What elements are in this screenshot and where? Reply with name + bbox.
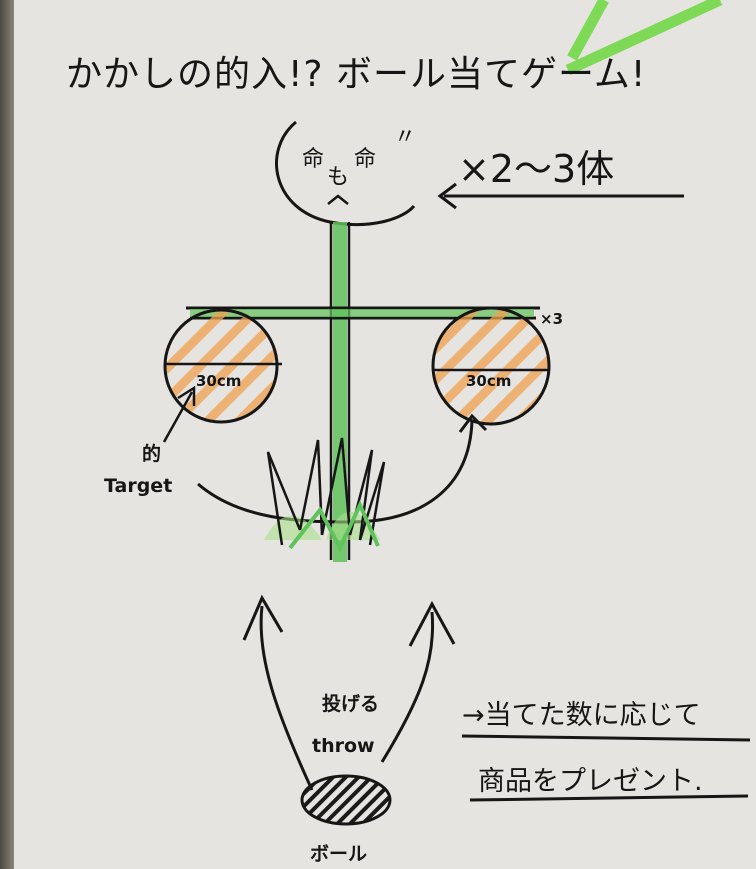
scarecrow-nose: も: [327, 165, 349, 190]
target-label-jp: 的: [142, 442, 161, 465]
target-curve-arrowhead-icon: [458, 413, 488, 433]
scarecrow-eye-right: 命: [354, 147, 376, 172]
target-right: 30cm: [431, 306, 551, 426]
scarecrow-eye-left: 命: [302, 147, 324, 172]
target-pointer-head-icon: [177, 385, 196, 406]
throw-arrowhead-right-icon: [408, 600, 456, 647]
grass-icon: [264, 437, 386, 553]
green-arrow-icon: [565, 0, 723, 75]
paper-edge: [0, 0, 14, 869]
prize-note-line2: 商品をプレゼント.: [478, 766, 703, 797]
target-left: 30cm: [163, 308, 282, 424]
target-pointer-icon: [162, 391, 194, 443]
scarecrow-count-label: ×2〜3体: [458, 147, 614, 191]
ball-icon: [300, 774, 392, 826]
throw-label-jp: 投げる: [322, 692, 379, 715]
target-label-en: Target: [104, 475, 172, 497]
throw-arrowhead-left-icon: [242, 594, 284, 641]
prize-note-underline-1: [461, 734, 751, 742]
prize-note-line1: →当てた数に応じて: [462, 700, 701, 731]
scarecrow-pole: [329, 222, 351, 562]
throw-arrow-right-icon: [380, 611, 435, 763]
paper-sheet: [14, 0, 756, 869]
scarecrow-mouth-icon: [327, 194, 349, 205]
throw-arrow-left-icon: [259, 605, 314, 791]
arm-count-label: ×3: [540, 310, 563, 328]
count-arrowhead-icon: [437, 182, 457, 210]
page-title: かかしの的入!? ボール当てゲーム!: [66, 54, 646, 95]
scarecrow-head: 命 も 命 〃: [275, 120, 416, 227]
target-left-size: 30cm: [196, 372, 241, 390]
ball-label: ボール: [310, 843, 367, 865]
throw-label-en: throw: [312, 735, 375, 757]
prize-note-underline-2: [469, 794, 749, 802]
target-right-size: 30cm: [466, 372, 511, 390]
scarecrow-hair-marks: 〃: [394, 125, 416, 150]
